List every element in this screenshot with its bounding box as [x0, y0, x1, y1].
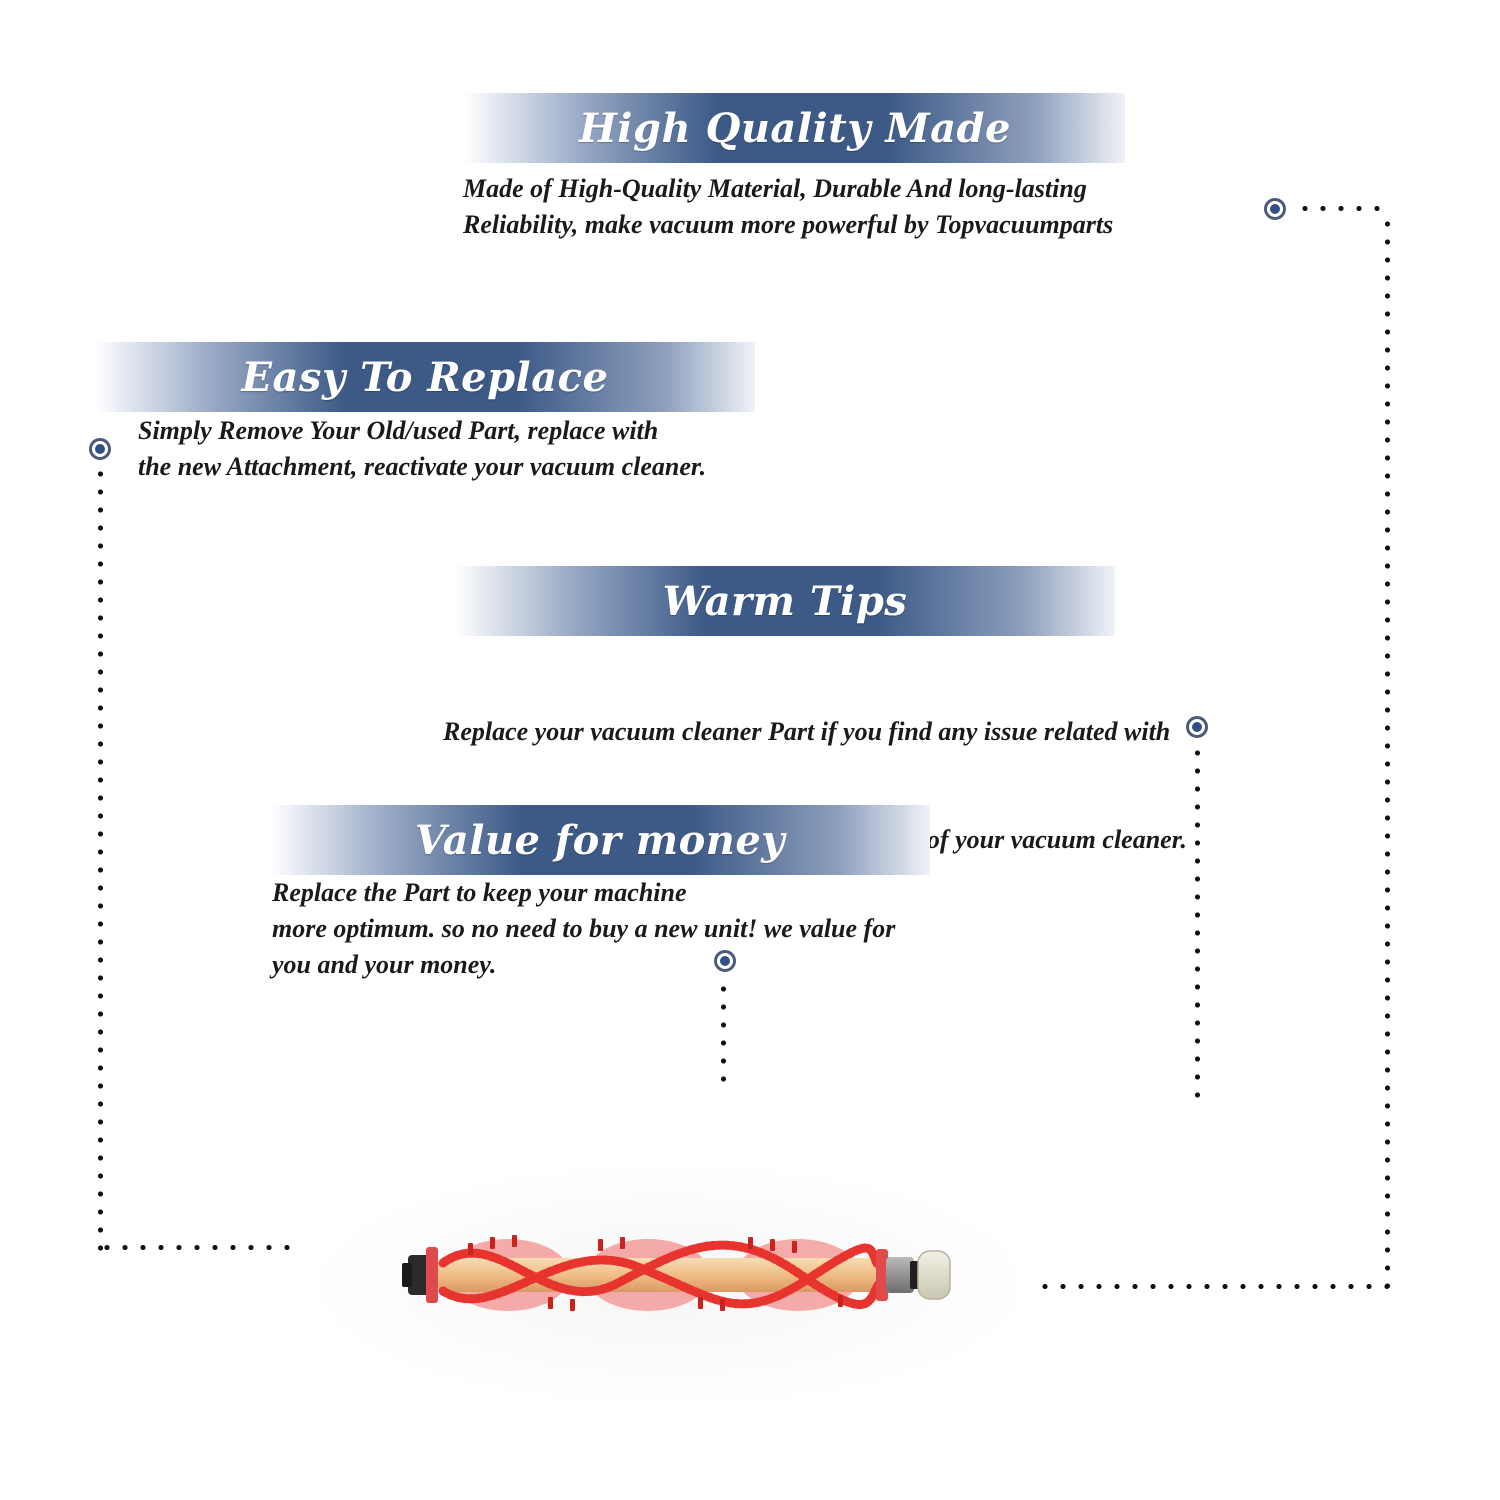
right-end-cap [876, 1249, 951, 1301]
left-end-cap [402, 1247, 438, 1303]
marker-easy-replace-icon [89, 438, 111, 460]
banner-title: Warm Tips [662, 577, 908, 625]
description-value-for-money: Replace the Part to keep your machine mo… [272, 875, 895, 983]
banner-title: High Quality Made [579, 104, 1011, 152]
connector-dots [721, 980, 726, 1092]
banner-easy-to-replace: Easy To Replace [95, 342, 755, 412]
bristle-spirals [438, 1240, 883, 1309]
banner-value-for-money: Value for money [270, 805, 930, 875]
description-line: Replace the Part to keep your machine [272, 878, 687, 907]
connector-dots [1296, 206, 1392, 211]
banner-title: Easy To Replace [241, 353, 609, 401]
bristle-tufts [468, 1235, 843, 1311]
description-line: more optimum. so no need to buy a new un… [272, 914, 896, 943]
marker-value-money-icon [714, 950, 736, 972]
marker-high-quality-icon [1264, 198, 1286, 220]
connector-dots [98, 465, 103, 1255]
description-line: Reliability, make vacuum more powerful b… [463, 210, 1114, 239]
connector-dots [1195, 744, 1200, 1108]
description-line: Simply Remove Your Old/used Part, replac… [138, 416, 659, 445]
description-line: you and your money. [272, 950, 497, 979]
description-line: the new Attachment, reactivate your vacu… [138, 452, 707, 481]
connector-dots [98, 1245, 298, 1250]
banner-warm-tips: Warm Tips [455, 566, 1115, 636]
marker-warm-tips-icon [1186, 716, 1208, 738]
description-high-quality-made: Made of High-Quality Material, Durable A… [463, 171, 1113, 243]
description-easy-to-replace: Simply Remove Your Old/used Part, replac… [138, 413, 706, 485]
banner-high-quality-made: High Quality Made [465, 93, 1125, 163]
banner-title: Value for money [414, 816, 786, 864]
description-line: Made of High-Quality Material, Durable A… [463, 174, 1087, 203]
brush-roll-image [402, 1235, 951, 1311]
connector-dots [1385, 215, 1390, 1293]
description-line: Replace your vacuum cleaner Part if you … [443, 717, 1171, 746]
connector-dots [1036, 1284, 1388, 1289]
